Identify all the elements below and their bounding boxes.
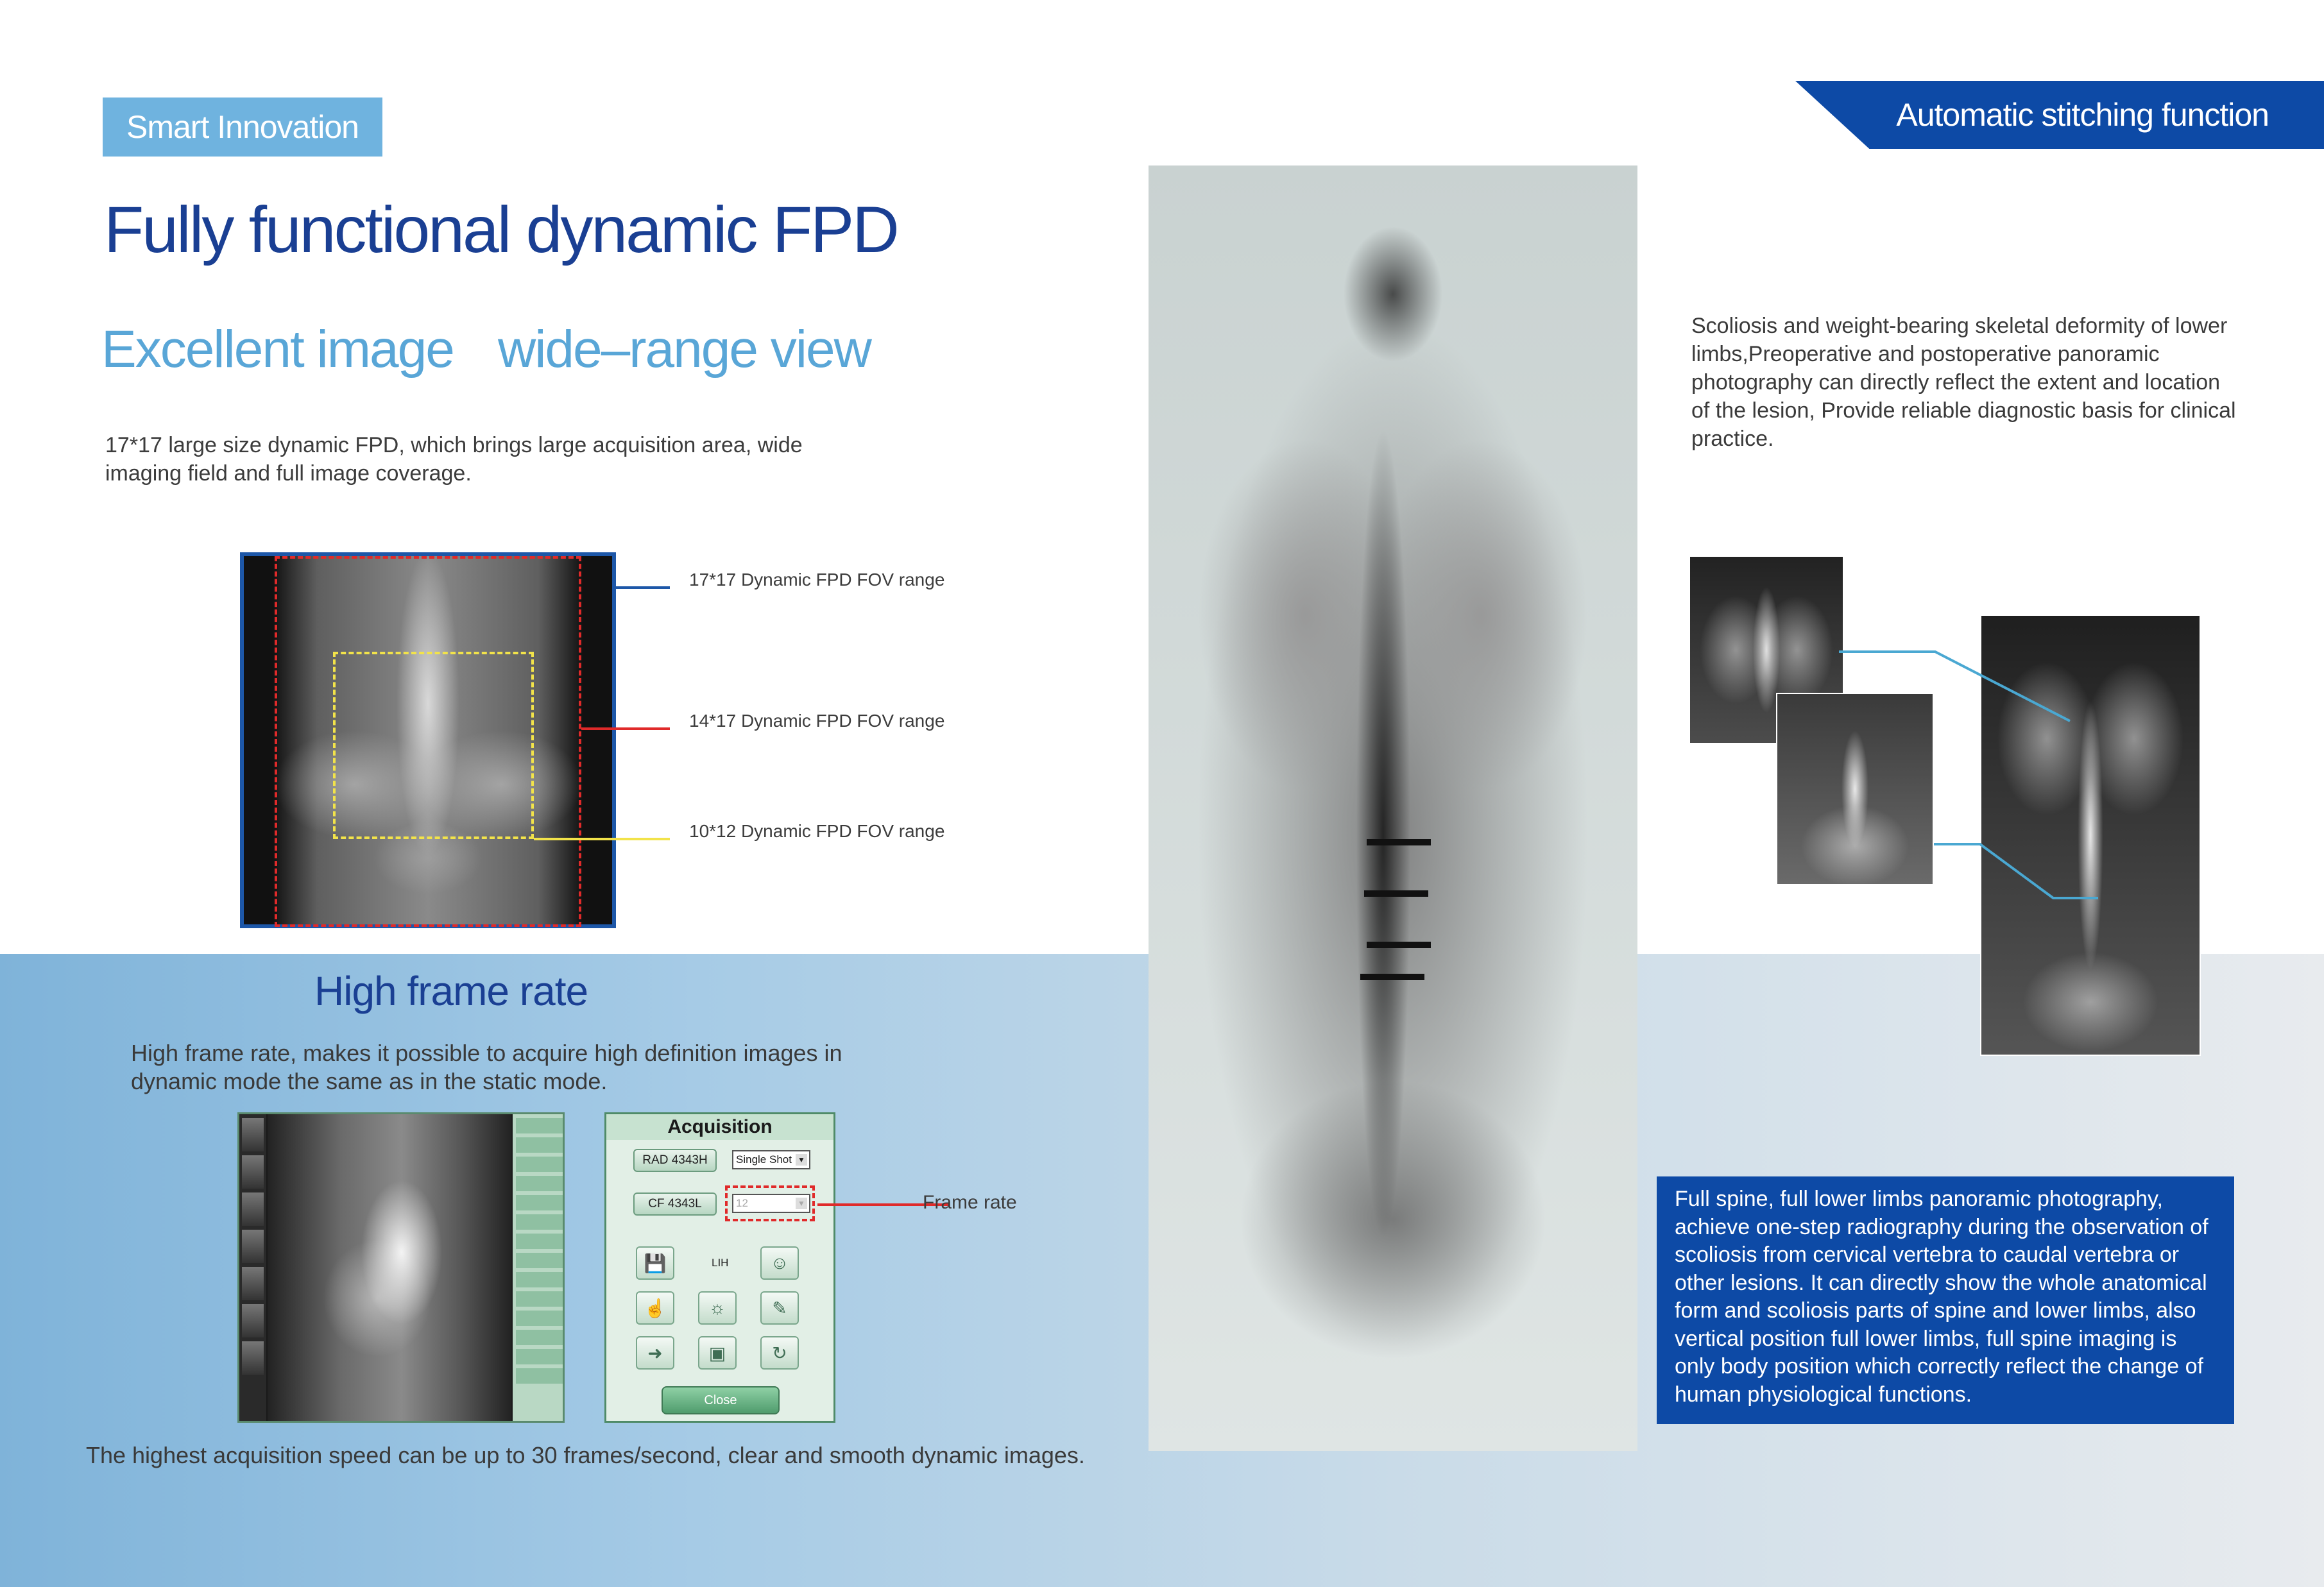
refresh-icon[interactable]: ↻ — [760, 1336, 799, 1370]
abdomen-xray-view — [268, 1114, 511, 1421]
high-frame-rate-heading: High frame rate — [314, 968, 588, 1014]
fov-10x12-label: 10*12 Dynamic FPD FOV range — [689, 821, 945, 841]
status-text: LIH — [712, 1257, 729, 1269]
cf-4343l-button[interactable]: CF 4343L — [633, 1192, 717, 1216]
frame-rate-select[interactable]: 12 ▼ — [732, 1194, 810, 1213]
fov-10x12-outline — [333, 652, 534, 839]
section-tag: Smart Innovation — [103, 98, 382, 157]
intro-paragraph: 17*17 large size dynamic FPD, which brin… — [105, 433, 803, 486]
lumbar-xray-segment — [1776, 693, 1934, 885]
chevron-down-icon: ▼ — [796, 1154, 807, 1166]
frame-rate-value: 12 — [736, 1197, 748, 1209]
tool-sidebar — [513, 1114, 563, 1421]
page-title: Fully functional dynamic FPD — [104, 193, 900, 266]
fov-14x17-label: 14*17 Dynamic FPD FOV range — [689, 711, 945, 731]
image-icon[interactable]: ▣ — [698, 1336, 737, 1370]
save-icon[interactable]: 💾 — [636, 1246, 674, 1280]
fov-14x17-leader-line — [581, 727, 670, 730]
close-button[interactable]: Close — [662, 1386, 780, 1414]
rad-4343h-button[interactable]: RAD 4343H — [633, 1149, 717, 1172]
pelvis-xray-image — [240, 552, 616, 928]
stitching-banner: Automatic stitching function — [1795, 81, 2324, 149]
chevron-down-icon: ▼ — [796, 1198, 807, 1209]
mode-select[interactable]: Single Shot ▼ — [732, 1150, 810, 1169]
subtitle-excellent-image: Excellent image — [101, 320, 455, 378]
frame-rate-highlight — [725, 1185, 815, 1221]
full-spine-xray-image — [1149, 165, 1637, 1451]
stitched-spine-xray — [1980, 615, 2201, 1056]
mode-select-value: Single Shot — [736, 1153, 792, 1166]
high-frame-rate-description: High frame rate, makes it possible to ac… — [131, 1040, 842, 1094]
fov-17x17-leader-line — [616, 586, 670, 589]
export-icon[interactable]: ➜ — [636, 1336, 674, 1370]
acquisition-speed-note: The highest acquisition speed can be up … — [86, 1442, 1085, 1468]
subtitle-wide-range-view: wide–range view — [498, 320, 872, 378]
thumbnail-strip — [239, 1114, 266, 1421]
fov-14x17-outline — [275, 556, 581, 927]
panoramic-info-panel: Full spine, full lower limbs panoramic p… — [1657, 1176, 2234, 1424]
hand-exposure-icon[interactable]: ☝ — [636, 1291, 674, 1325]
acquisition-panel: Acquisition RAD 4343H Single Shot ▼ CF 4… — [604, 1112, 835, 1423]
fov-10x12-leader-line — [534, 838, 670, 840]
brightness-icon[interactable]: ☼ — [698, 1291, 737, 1325]
frame-rate-label: Frame rate — [923, 1192, 1017, 1213]
acquisition-title: Acquisition — [606, 1114, 833, 1140]
frame-rate-leader-line — [817, 1203, 950, 1206]
patient-icon[interactable]: ☺ — [760, 1246, 799, 1280]
dynamic-imaging-screenshot — [237, 1112, 565, 1423]
stitching-description: Scoliosis and weight-bearing skeletal de… — [1691, 314, 2236, 451]
clipboard-icon[interactable]: ✎ — [760, 1291, 799, 1325]
fov-17x17-label: 17*17 Dynamic FPD FOV range — [689, 570, 945, 590]
